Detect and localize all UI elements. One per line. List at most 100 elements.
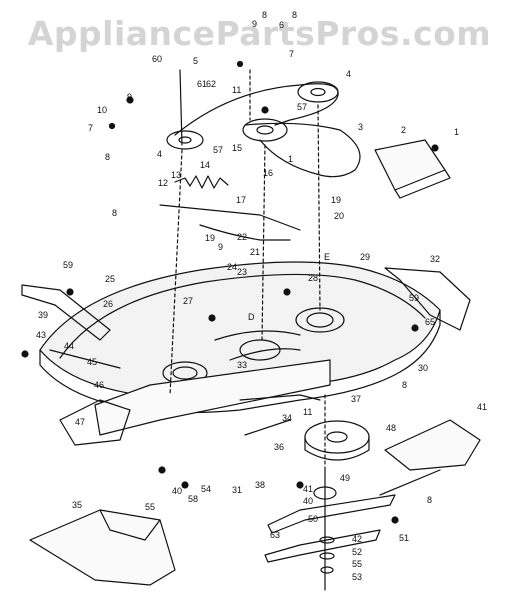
callout-9: 9 [218, 242, 223, 252]
callout-D: D [248, 312, 255, 322]
lower-belt [244, 122, 361, 178]
callout-42: 42 [352, 534, 362, 544]
tension-spring [174, 175, 229, 189]
callout-12: 12 [158, 178, 168, 188]
right-spindle-housing [295, 307, 345, 333]
callout-3: 3 [358, 122, 363, 132]
callout-15: 15 [232, 143, 242, 153]
callout-41: 41 [303, 484, 313, 494]
callout-41: 41 [477, 402, 487, 412]
callout-6: 6 [279, 20, 284, 30]
callout-63: 63 [270, 530, 280, 540]
callout-17: 17 [236, 195, 246, 205]
callout-40: 40 [172, 486, 182, 496]
arbor-pulley [304, 420, 370, 454]
callout-51: 51 [399, 533, 409, 543]
callout-32: 32 [430, 254, 440, 264]
idler-arm [159, 204, 301, 231]
callout-52: 52 [352, 547, 362, 557]
callout-1: 1 [454, 127, 459, 137]
callout-45: 45 [87, 357, 97, 367]
callout-44: 44 [64, 341, 74, 351]
callout-57: 57 [213, 145, 223, 155]
callout-43: 43 [36, 330, 46, 340]
callout-30: 30 [418, 363, 428, 373]
callout-40: 40 [303, 496, 313, 506]
callout-49: 49 [340, 473, 350, 483]
callout-58: 58 [188, 494, 198, 504]
callout-10: 10 [97, 105, 107, 115]
callout-13: 13 [171, 170, 181, 180]
callout-8: 8 [402, 380, 407, 390]
callout-56: 56 [0, 0, 10, 2]
callout-60: 60 [152, 54, 162, 64]
callout-E: E [324, 252, 330, 262]
mulch-plate [29, 509, 176, 586]
callout-19: 19 [331, 195, 341, 205]
callout-8: 8 [262, 10, 267, 20]
callout-59: 59 [409, 293, 419, 303]
center-pulley [242, 118, 288, 142]
callout-23: 23 [237, 267, 247, 277]
callout-22: 22 [237, 232, 247, 242]
callout-11: 11 [232, 85, 241, 95]
callout-8: 8 [292, 10, 297, 20]
right-rail [384, 267, 471, 331]
callout-65: 65 [425, 317, 435, 327]
callout-57: 57 [297, 102, 307, 112]
callout-34: 34 [282, 413, 292, 423]
callout-28: 28 [308, 273, 318, 283]
callout-29: 29 [360, 252, 370, 262]
callout-16: 16 [263, 168, 273, 178]
callout-7: 7 [289, 49, 294, 59]
callout-9: 9 [252, 19, 257, 29]
callout-14: 14 [200, 160, 210, 170]
callout-39: 39 [38, 310, 48, 320]
upper-belt [174, 83, 339, 136]
callout-48: 48 [386, 423, 396, 433]
callout-50: 50 [308, 514, 318, 524]
front-baffle [94, 359, 331, 436]
deflector [384, 419, 481, 471]
blade-lower [264, 529, 381, 563]
callout-24: 24 [227, 262, 237, 272]
callout-4: 4 [157, 149, 162, 159]
callout-26: 26 [103, 299, 113, 309]
callout-1: 1 [288, 154, 293, 164]
callout-8: 8 [427, 495, 432, 505]
callout-59: 59 [63, 260, 73, 270]
callout-54: 54 [201, 484, 211, 494]
callout-46: 46 [94, 380, 104, 390]
callout-20: 20 [334, 211, 344, 221]
callout-54: 54 [0, 0, 10, 2]
callout-27: 27 [183, 296, 193, 306]
discharge-guard [59, 399, 131, 446]
callout-9: 9 [127, 92, 132, 102]
callout-4: 4 [346, 69, 351, 79]
deck-skirt [39, 309, 441, 414]
front-rod [49, 349, 121, 369]
callout-47: 47 [75, 417, 85, 427]
callout-35: 35 [72, 500, 82, 510]
callout-2: 2 [401, 125, 406, 135]
left-rail [21, 284, 111, 341]
callout-61: 61 [197, 79, 207, 89]
callout-33: 33 [237, 360, 247, 370]
center-spindle-housing [239, 339, 281, 361]
callout-31: 31 [232, 485, 242, 495]
callout-38: 38 [255, 480, 265, 490]
left-pulley [166, 130, 204, 150]
callout-19: 19 [205, 233, 215, 243]
callout-7: 7 [88, 123, 93, 133]
link-rod [239, 394, 321, 401]
callout-55: 55 [145, 502, 155, 512]
callout-53: 53 [352, 572, 362, 582]
deck-rim [59, 273, 426, 359]
long-bolt [179, 69, 183, 146]
callout-62: 62 [206, 79, 216, 89]
blade-upper [267, 494, 396, 534]
callout-11: 11 [303, 407, 312, 417]
callout-21: 21 [250, 247, 260, 257]
